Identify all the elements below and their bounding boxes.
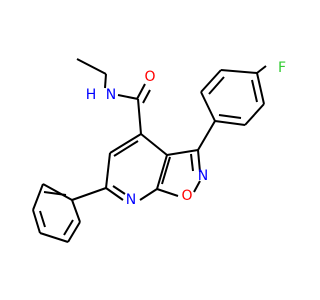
bond-ethyl-ch3 bbox=[76, 58, 107, 75]
bond-c6-n7-inner bbox=[112, 185, 126, 195]
atom-label-layer: N H O F N O N bbox=[86, 60, 286, 208]
bond-ph-2-3 bbox=[32, 183, 44, 211]
bond-c-f bbox=[256, 65, 267, 74]
bond-c3-aryl bbox=[197, 120, 216, 151]
bond-ethyl-ch2-n bbox=[104, 73, 107, 89]
bond-c7a-o1 bbox=[156, 188, 179, 197]
bond-c6-n7 bbox=[105, 187, 124, 201]
bond-n7-c7a bbox=[139, 188, 158, 201]
bond-ph-3-4 bbox=[32, 209, 41, 234]
bond-ph-1-2 bbox=[42, 183, 73, 201]
bond-c5-c6 bbox=[105, 152, 111, 189]
bond-o1-n2 bbox=[193, 180, 201, 193]
bond-ph-5-6 bbox=[67, 221, 81, 243]
bond-fp-5-6 bbox=[244, 103, 265, 126]
bond-n-carbonyl bbox=[117, 94, 139, 100]
bond-layer bbox=[32, 58, 267, 243]
bond-fp-1-2 bbox=[200, 91, 216, 122]
bond-c3-c3a bbox=[166, 149, 199, 156]
bond-fp-3-4 bbox=[220, 69, 258, 74]
bond-carbonyl-c4 bbox=[137, 98, 142, 135]
bond-c7a-c3a bbox=[156, 154, 168, 190]
bond-fp-6-1-inner bbox=[218, 114, 242, 119]
amide-n-label: N bbox=[106, 87, 116, 103]
bond-fp-2-3-inner bbox=[208, 76, 225, 95]
bond-fp-6-1 bbox=[214, 120, 246, 126]
bond-carbonyl-o-b bbox=[142, 89, 151, 104]
bond-carbonyl-o-a bbox=[136, 83, 146, 100]
carbonyl-o-label: O bbox=[144, 69, 155, 85]
bond-c4-c5 bbox=[109, 133, 142, 154]
structure-canvas: N H O F N O N bbox=[32, 58, 287, 243]
bond-fp-2-3 bbox=[200, 69, 222, 93]
bond-fp-4-5 bbox=[256, 72, 265, 105]
fluorine-label: F bbox=[278, 60, 286, 76]
bond-ph-3-4-inner bbox=[39, 210, 46, 228]
isoxazole-n-label: N bbox=[198, 168, 208, 184]
bond-c7a-c3a-inner bbox=[161, 156, 171, 185]
bond-c4-c5-inner bbox=[113, 140, 139, 157]
amide-h-label: H bbox=[86, 87, 97, 103]
bond-n2-c3 bbox=[197, 149, 201, 173]
bond-fp-4-5-inner bbox=[251, 79, 258, 103]
molecule-drawing: N H O F N O N bbox=[32, 58, 286, 243]
bond-ph-6-1 bbox=[71, 199, 81, 223]
bond-n2-c3-inner bbox=[190, 153, 194, 172]
pyridine-n-label: N bbox=[126, 192, 136, 208]
bond-c6-phenyl bbox=[71, 187, 107, 201]
bond-c3a-c4 bbox=[140, 133, 168, 156]
bond-ph-1-2-inner bbox=[43, 191, 67, 196]
bond-ph-4-5 bbox=[39, 232, 69, 243]
bond-ph-5-6-inner bbox=[63, 219, 74, 236]
isoxazole-o-label: O bbox=[181, 188, 192, 204]
